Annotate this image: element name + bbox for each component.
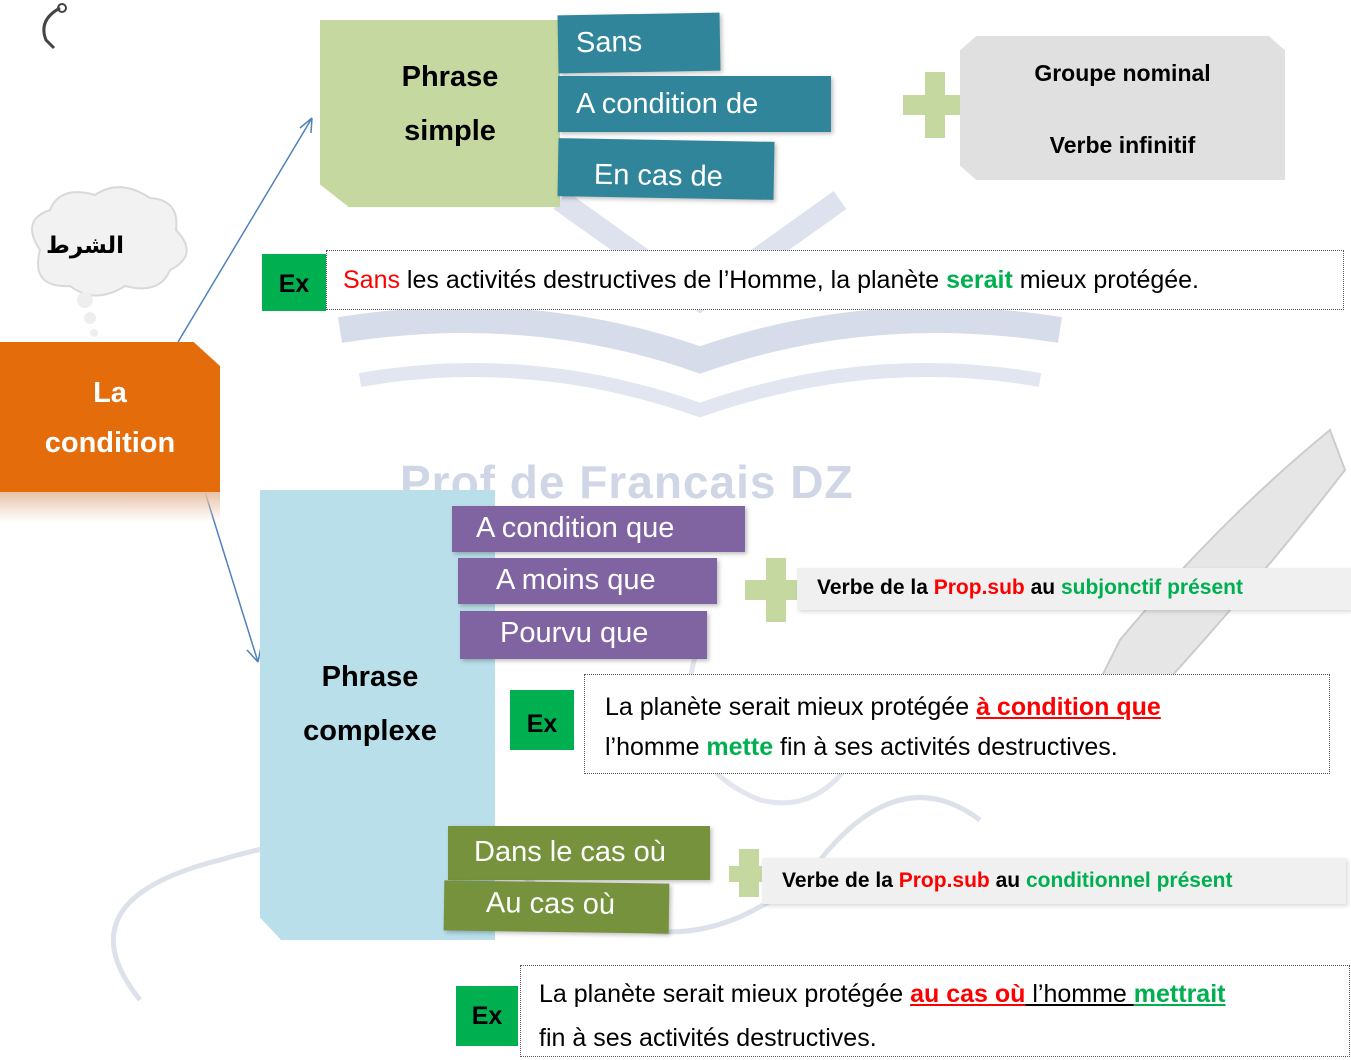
example-label: Ex (262, 254, 326, 311)
root-line-2: condition (44, 427, 176, 459)
rule-subjonctif: Verbe de la Prop.sub au subjonctif prése… (797, 568, 1351, 610)
example-text: les activités destructives de l’Homme, l… (399, 266, 947, 294)
example-text: La planète serait mieux protégée (605, 693, 977, 721)
rule-mode-subjonctif: subjonctif présent (1060, 576, 1243, 599)
example-word-serait: serait (946, 266, 1013, 294)
example-conjunction: au cas où (910, 980, 1026, 1008)
phrase-complexe-line-2: complexe (303, 715, 437, 747)
phrase-complexe-line-1: Phrase (321, 661, 419, 693)
thought-bubble-dot (84, 312, 96, 324)
tag-au-cas-ou: Au cas où (443, 880, 670, 934)
tag-sans: Sans (557, 12, 721, 74)
phrase-complexe-title: Phrase complexe (265, 650, 475, 758)
tag-a-condition-que: A condition que (452, 506, 745, 552)
tag-pourvu-que: Pourvu que (460, 611, 707, 659)
phrase-simple-title: Phrase simple (340, 50, 560, 158)
rule-text: Verbe de la (817, 576, 934, 599)
watermark-book-shape (358, 363, 1042, 418)
cloud-label: الشرط (45, 232, 125, 258)
root-box-reflection (0, 492, 220, 522)
tag-a-moins-que: A moins que (458, 558, 717, 604)
tag-en-cas-de: En cas de (557, 138, 775, 200)
root-condition-label: La condition (0, 368, 220, 468)
root-condition-box (0, 342, 220, 492)
tag-a-condition-de: A condition de (558, 76, 831, 132)
example-text: fin à ses activités destructives. (773, 733, 1118, 761)
tag-dans-le-cas-ou: Dans le cas où (448, 826, 710, 880)
example-line-1: La planète serait mieux protégée à condi… (605, 687, 1329, 727)
example-label: Ex (456, 986, 518, 1046)
plus-icon (903, 95, 967, 115)
example-text: l’homme (605, 733, 707, 761)
arrowhead-icon (299, 117, 313, 134)
example-verb: mette (706, 733, 774, 761)
example-conditionnel-sentence: La planète serait mieux protégée au cas … (520, 965, 1350, 1057)
example-simple-sentence: Sans les activités destructives de l’Hom… (326, 250, 1344, 310)
example-text: mieux protégée. (1012, 266, 1199, 294)
thought-bubble-dot (90, 329, 98, 337)
example-line-2: l’homme mette fin à ses activités destru… (605, 727, 1329, 767)
thought-cloud-shape (31, 186, 188, 297)
arrow-to-simple (177, 117, 313, 343)
rule-mode-conditionnel: conditionnel présent (1025, 869, 1233, 892)
rule-groupe-nominal: Groupe nominal (1034, 60, 1211, 86)
root-line-1: La (93, 377, 127, 409)
curl-icon (42, 6, 61, 50)
thought-bubble-dot (77, 292, 93, 308)
example-subjonctif-sentence: La planète serait mieux protégée à condi… (584, 674, 1330, 774)
simple-rule-box (960, 36, 1285, 180)
rule-conditionnel: Verbe de la Prop.sub au conditionnel pré… (762, 858, 1346, 904)
rule-prop-sub: Prop.sub (898, 869, 990, 892)
example-conjunction: à condition que (976, 693, 1161, 721)
rule-text: au (1024, 576, 1061, 599)
example-line-1: La planète serait mieux protégée au cas … (539, 972, 1349, 1016)
rule-text: Verbe de la (782, 869, 899, 892)
watermark-book-shape (337, 307, 1063, 374)
example-verb: mettrait (1133, 980, 1226, 1008)
rule-text: au (989, 869, 1026, 892)
phrase-simple-box (320, 20, 560, 207)
example-text: l’homme (1025, 980, 1134, 1008)
rule-prop-sub: Prop.sub (933, 576, 1025, 599)
curl-icon (57, 3, 67, 13)
phrase-simple-line-1: Phrase (401, 61, 499, 93)
example-line-2: fin à ses activités destructives. (539, 1024, 877, 1052)
example-text: La planète serait mieux protégée (539, 980, 911, 1008)
example-word-sans: Sans (343, 266, 400, 294)
plus-icon (745, 580, 809, 600)
example-label: Ex (510, 690, 574, 750)
rule-verbe-infinitif: Verbe infinitif (1049, 132, 1196, 158)
phrase-simple-line-2: simple (404, 115, 496, 147)
